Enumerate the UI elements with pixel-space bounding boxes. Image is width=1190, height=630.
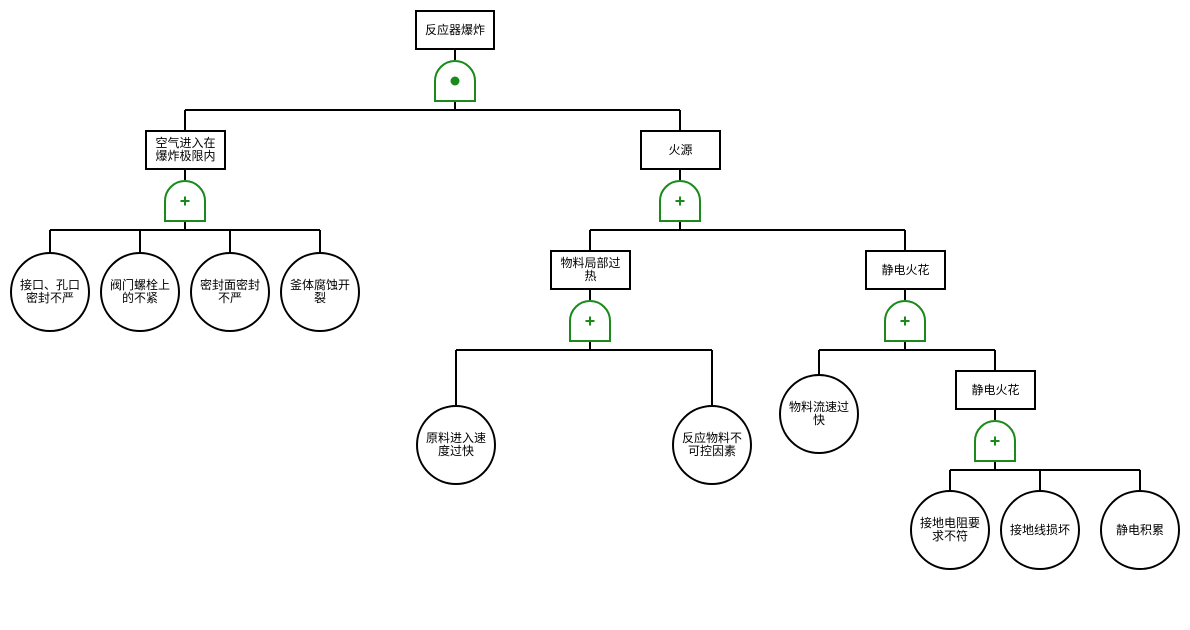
basic-event-b3[interactable]: 密封面密封不严: [190, 252, 270, 332]
or-gate[interactable]: [659, 180, 701, 222]
plus-icon: [585, 316, 595, 326]
basic-event-label: 静电积累: [1115, 522, 1164, 537]
basic-event-b5[interactable]: 原料进入速度过快: [416, 405, 496, 485]
and-dot-icon: [450, 76, 460, 86]
event-local-overheating[interactable]: 物料局部过热: [550, 250, 631, 290]
event-ignition-source[interactable]: 火源: [640, 130, 721, 170]
or-gate[interactable]: [884, 300, 926, 342]
event-label: 反应器爆炸: [424, 22, 485, 37]
or-gate[interactable]: [164, 180, 206, 222]
basic-event-b10[interactable]: 静电积累: [1100, 490, 1180, 570]
basic-event-label: 原料进入速度过快: [426, 431, 487, 458]
plus-icon: [990, 436, 1000, 446]
event-air-in-explosive-limit[interactable]: 空气进入在爆炸极限内: [145, 130, 226, 170]
basic-event-b8[interactable]: 接地电阻要求不符: [910, 490, 990, 570]
plus-icon: [675, 196, 685, 206]
event-static-spark-sub[interactable]: 静电火花: [955, 370, 1036, 410]
and-gate[interactable]: [434, 60, 476, 102]
basic-event-b6[interactable]: 反应物料不可控因素: [672, 405, 752, 485]
basic-event-label: 釜体腐蚀开裂: [290, 278, 351, 305]
basic-event-label: 反应物料不可控因素: [682, 431, 743, 458]
event-reactor-explosion[interactable]: 反应器爆炸: [415, 10, 495, 50]
basic-event-b1[interactable]: 接口、孔口密封不严: [10, 252, 90, 332]
basic-event-b7[interactable]: 物料流速过快: [779, 374, 859, 454]
basic-event-label: 密封面密封不严: [200, 278, 261, 305]
basic-event-label: 接口、孔口密封不严: [20, 278, 81, 305]
basic-event-label: 物料流速过快: [789, 400, 850, 427]
basic-event-label: 阀门螺栓上的不紧: [110, 278, 171, 305]
or-gate[interactable]: [974, 420, 1016, 462]
plus-icon: [180, 196, 190, 206]
basic-event-b4[interactable]: 釜体腐蚀开裂: [280, 252, 360, 332]
event-label: 静电火花: [971, 382, 1020, 397]
event-label: 空气进入在爆炸极限内: [155, 136, 216, 163]
basic-event-b2[interactable]: 阀门螺栓上的不紧: [100, 252, 180, 332]
event-static-spark[interactable]: 静电火花: [865, 250, 946, 290]
basic-event-label: 接地线损坏: [1010, 522, 1071, 537]
event-label: 物料局部过热: [560, 256, 621, 283]
basic-event-b9[interactable]: 接地线损坏: [1000, 490, 1080, 570]
event-label: 静电火花: [881, 262, 930, 277]
or-gate[interactable]: [569, 300, 611, 342]
event-label: 火源: [668, 142, 693, 157]
plus-icon: [900, 316, 910, 326]
basic-event-label: 接地电阻要求不符: [920, 516, 981, 543]
